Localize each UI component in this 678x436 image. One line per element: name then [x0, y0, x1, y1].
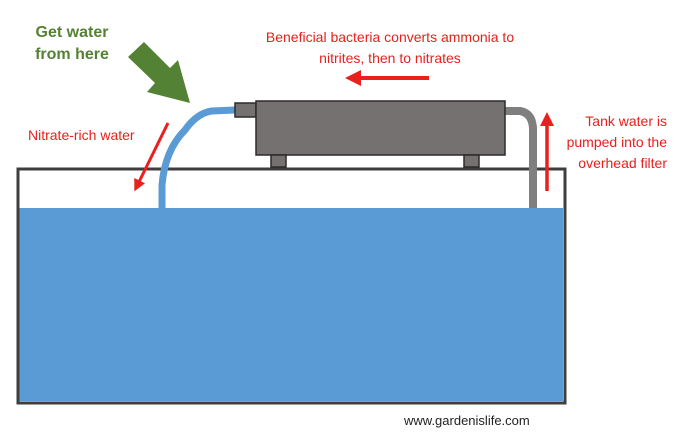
pumped-line1: Tank water is: [585, 113, 667, 129]
filter-outlet-nozzle: [234, 102, 257, 118]
nitrate-rich-label: Nitrate-rich water: [28, 127, 135, 143]
bacteria-line1: Beneficial bacteria converts ammonia to: [265, 29, 515, 45]
bacteria-label: Beneficial bacteria converts ammonia to …: [240, 27, 540, 69]
tank-outline: [16, 167, 567, 405]
pumped-label: Tank water is pumped into the overhead f…: [548, 111, 667, 174]
get-water-line2: from here: [35, 46, 109, 63]
bacteria-line2: nitrites, then to nitrates: [319, 50, 461, 66]
outlet-pipe: [158, 106, 236, 209]
pumped-line2: pumped into the: [566, 134, 667, 150]
filter-foot-right: [463, 154, 480, 168]
tank-water: [19, 208, 563, 401]
down-left-arrow-icon: [134, 122, 170, 192]
website-credit: www.gardenislife.com: [404, 413, 530, 428]
intake-pipe: [504, 107, 537, 208]
green-arrow-icon: [128, 42, 190, 103]
filter-foot-left: [270, 154, 287, 168]
get-water-line1: Get water: [35, 24, 109, 41]
get-water-label: Get water from here: [22, 22, 122, 66]
overhead-filter: [255, 100, 506, 156]
pumped-line3: overhead filter: [578, 155, 667, 171]
